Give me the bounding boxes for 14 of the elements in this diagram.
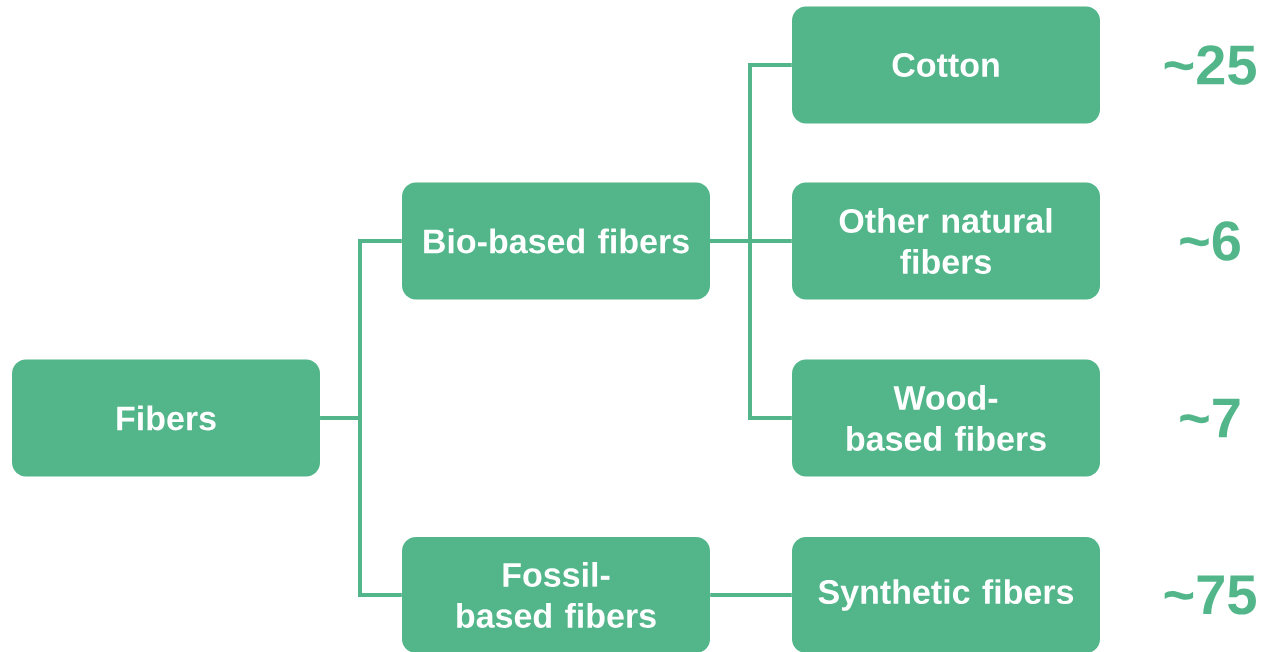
value-label: ~6: [1180, 221, 1240, 261]
rounded-box: Bio-based fibers: [402, 182, 710, 300]
rounded-box: Fibers: [12, 359, 320, 477]
connector-line: [710, 239, 792, 420]
value-label: ~7: [1180, 398, 1240, 438]
connector-line: [320, 416, 402, 597]
rounded-box: Cotton: [792, 6, 1100, 124]
value-label: ~25: [1164, 45, 1256, 85]
rounded-box: Other natural fibers: [792, 182, 1100, 300]
rounded-box: Synthetic fibers: [792, 537, 1100, 652]
value-label: ~75: [1164, 575, 1256, 615]
rounded-box: Fossil-based fibers: [402, 537, 710, 652]
connector-line: [710, 593, 792, 597]
rounded-box: Wood-based fibers: [792, 359, 1100, 477]
